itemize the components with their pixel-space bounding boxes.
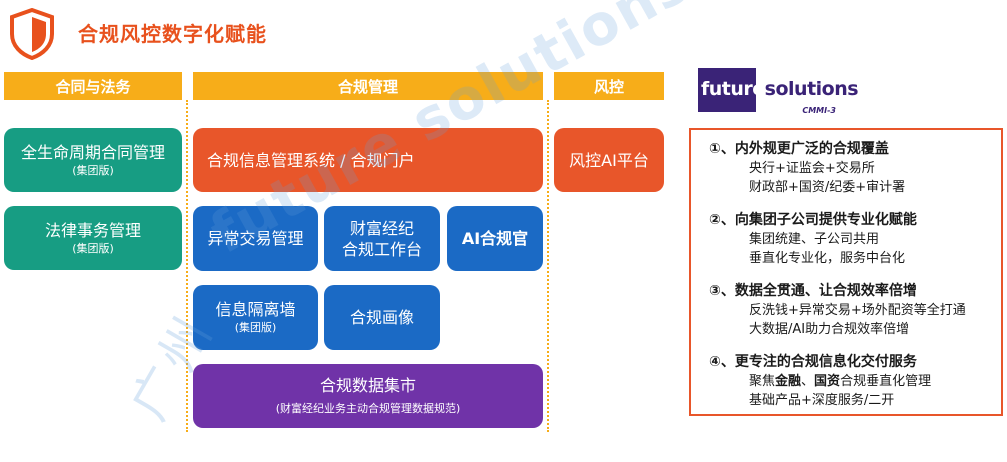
box-label: AI合规官 [461,229,529,248]
column-header-risk: 风控 [554,72,664,100]
box-label: 风控AI平台 [569,150,649,170]
benefit-line: 集团统建、子公司共用 [749,232,880,247]
benefit-line: 聚焦金融、国资合规垂直化管理 [749,374,932,389]
cmmi-badge: CMMI-3 [802,106,836,115]
abnormal-trade-box[interactable]: 异常交易管理 [193,206,318,271]
box-label: 全生命周期合同管理 [20,142,165,162]
column-divider [186,100,188,432]
wealth-workbench-box[interactable]: 财富经纪 合规工作台 [324,206,440,271]
box-sublabel: (财富经纪业务主动合规管理数据规范) [275,402,461,415]
benefit-line: 财政部+国资/纪委+审计署 [749,180,906,195]
box-label: 合规画像 [349,308,414,327]
logo-text: futuresolutions [701,78,859,100]
benefit-title: ③、数据全贯通、让合规效率倍增 [709,283,917,299]
box-sublabel: (集团版) [72,163,114,177]
box-label: 财富经纪 [349,218,414,238]
benefit-line: 垂直化专业化，服务中台化 [749,251,906,266]
box-label: 合规工作台 [341,239,422,259]
contract-lifecycle-box[interactable]: 全生命周期合同管理 (集团版) [4,128,182,192]
future-solutions-logo: futuresolutions CMMI-3 [698,68,859,120]
box-sublabel: (集团版) [72,241,114,255]
legal-affairs-box[interactable]: 法律事务管理 (集团版) [4,206,182,270]
benefit-line: 反洗钱+异常交易+场外配资等全打通 [749,303,966,318]
compliance-portal-box[interactable]: 合规信息管理系统 / 合规门户 [193,128,543,192]
benefit-line: 基础产品+深度服务/二开 [749,393,895,408]
box-label: 信息隔离墙 [215,300,296,319]
logo-square [698,68,756,112]
column-header-contract: 合同与法务 [4,72,182,100]
info-wall-box[interactable]: 信息隔离墙 (集团版) [193,285,318,350]
benefit-title: ②、向集团子公司提供专业化赋能 [709,212,917,228]
benefit-line: 大数据/AI助力合规效率倍增 [749,322,910,337]
shield-icon [10,8,54,60]
benefit-line: 央行+证监会+交易所 [749,161,875,176]
box-label: 合规信息管理系统 / 合规门户 [207,150,415,170]
box-label: 法律事务管理 [44,220,141,240]
benefit-title: ①、内外规更广泛的合规覆盖 [709,141,889,157]
ai-officer-box[interactable]: AI合规官 [447,206,543,271]
column-divider [547,100,549,432]
box-label: 合规数据集市 [319,376,416,395]
page-title: 合规风控数字化赋能 [78,22,267,46]
benefit-title: ④、更专注的合规信息化交付服务 [709,354,917,370]
box-label: 异常交易管理 [207,229,304,248]
box-sublabel: (集团版) [234,321,277,334]
risk-ai-platform-box[interactable]: 风控AI平台 [554,128,664,192]
compliance-portrait-box[interactable]: 合规画像 [324,285,440,350]
data-mart-box[interactable]: 合规数据集市 (财富经纪业务主动合规管理数据规范) [193,364,543,428]
benefits-panel: ①、内外规更广泛的合规覆盖 央行+证监会+交易所 财政部+国资/纪委+审计署 ②… [689,128,1003,416]
column-header-compliance: 合规管理 [193,72,543,100]
